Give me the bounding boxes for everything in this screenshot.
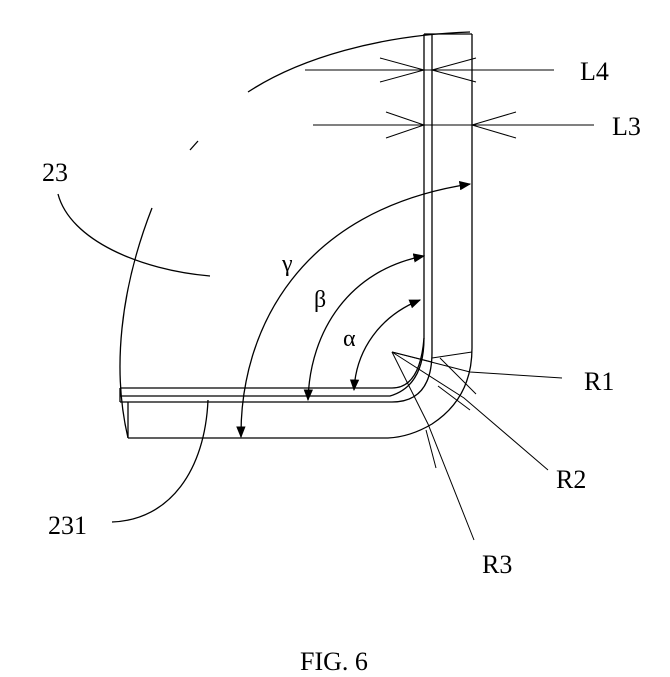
label-beta: β [314, 287, 326, 313]
dimension-l4 [305, 58, 554, 82]
label-l3: L3 [612, 112, 641, 141]
label-r3: R3 [482, 550, 512, 579]
angle-beta-arc [308, 256, 424, 400]
label-r2: R2 [556, 465, 586, 494]
label-23: 23 [42, 158, 68, 187]
vertical-wall [120, 34, 472, 438]
label-alpha: α [343, 326, 356, 352]
radius-leaders [392, 352, 562, 540]
figure-caption: FIG. 6 [300, 647, 368, 676]
label-gamma: γ [281, 251, 293, 277]
angle-gamma-arc [241, 184, 470, 437]
dimension-l3 [313, 112, 594, 138]
label-231: 231 [48, 511, 87, 540]
leader-231 [112, 400, 208, 522]
housing-outline [120, 32, 470, 438]
angle-alpha-arc [354, 300, 420, 390]
label-r1: R1 [584, 367, 614, 396]
label-l4: L4 [580, 57, 609, 86]
